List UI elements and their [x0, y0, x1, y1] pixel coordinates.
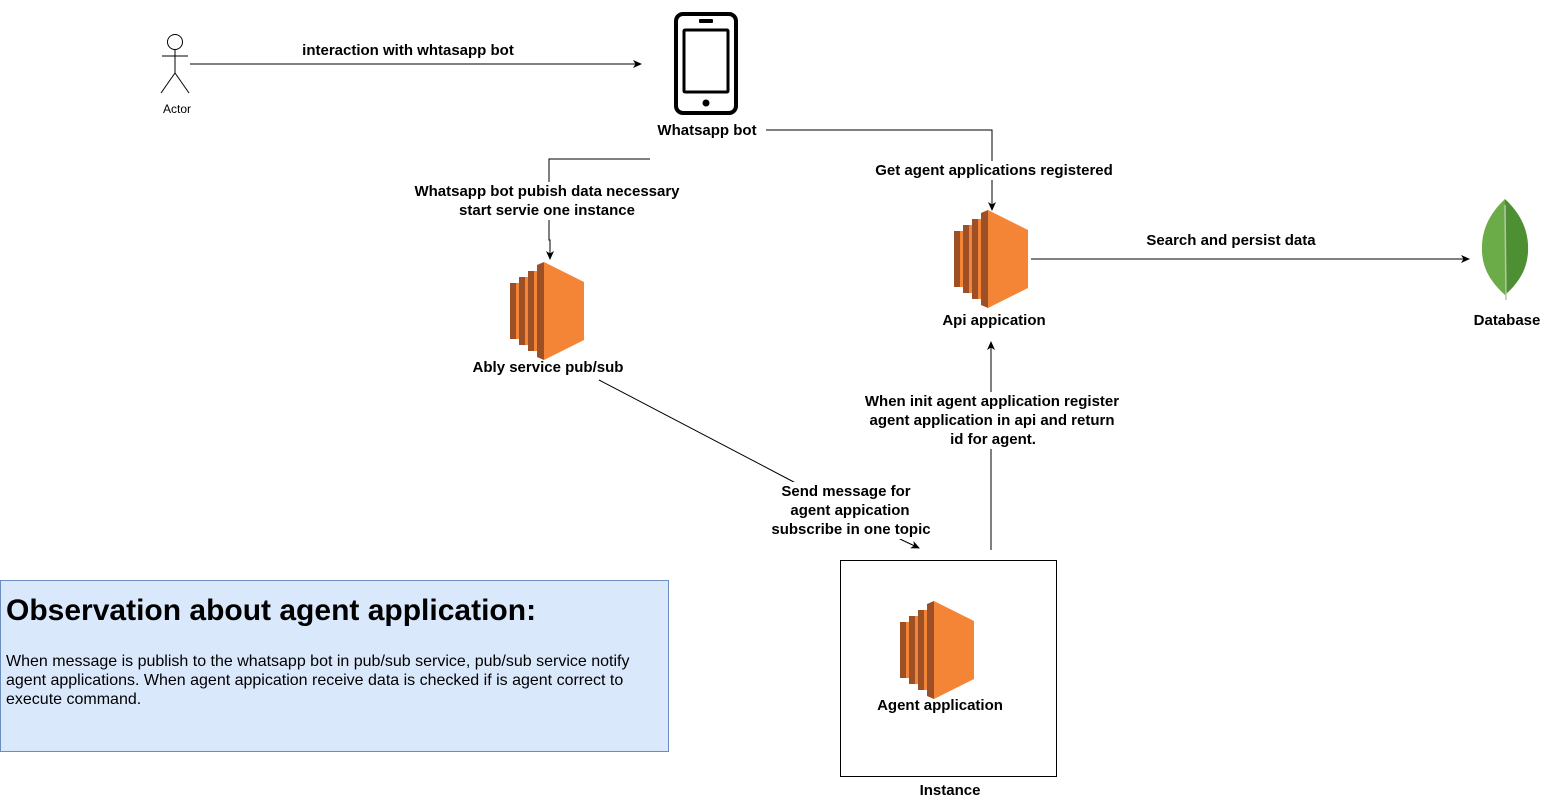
edge-label-bot-to-api: Get agent applications registered	[862, 161, 1126, 180]
database-label: Database	[1473, 312, 1541, 329]
agent-application-label: Agent application	[877, 697, 1003, 714]
edge-label-agent-to-api-line1: When init agent application register	[850, 392, 1134, 411]
whatsapp-bot-label: Whatsapp bot	[657, 122, 757, 139]
aws-ec2-icon	[954, 210, 1028, 308]
edge-bot-to-ably	[546, 158, 650, 260]
edge-label-ably-to-agent-line3: subscribe in one topic	[758, 520, 944, 539]
edge-label-bot-to-ably-line2: start servie one instance	[444, 201, 650, 220]
ably-service-label: Ably service pub/sub	[472, 359, 624, 376]
actor-label: Actor	[162, 102, 191, 116]
edge-label-agent-to-api-line3: id for agent.	[932, 430, 1054, 449]
api-application-label: Api appication	[942, 312, 1046, 329]
edge-label-bot-to-ably-line1: Whatsapp bot pubish data necessary	[400, 182, 694, 201]
mongodb-leaf-icon	[1481, 199, 1529, 301]
edge-label-actor-to-bot: interaction with whtasapp bot	[286, 41, 530, 60]
note-title: Observation about agent application:	[6, 594, 537, 627]
instance-label: Instance	[919, 782, 981, 799]
edge-label-ably-to-agent-line2: agent appication	[770, 501, 930, 520]
edge-bot-to-api	[766, 129, 996, 211]
note-body: When message is publish to the whatsapp …	[6, 653, 630, 708]
edge-label-api-to-db: Search and persist data	[1130, 231, 1332, 250]
edge-label-agent-to-api-line2: agent application in api and return	[856, 411, 1128, 430]
observation-note: Observation about agent application: Whe…	[0, 580, 669, 752]
stick-figure-icon	[160, 34, 190, 94]
edge-label-ably-to-agent-line1: Send message for	[766, 482, 926, 501]
instance-container	[840, 560, 1057, 777]
mobile-phone-icon	[674, 12, 738, 115]
aws-ec2-icon	[510, 262, 584, 360]
